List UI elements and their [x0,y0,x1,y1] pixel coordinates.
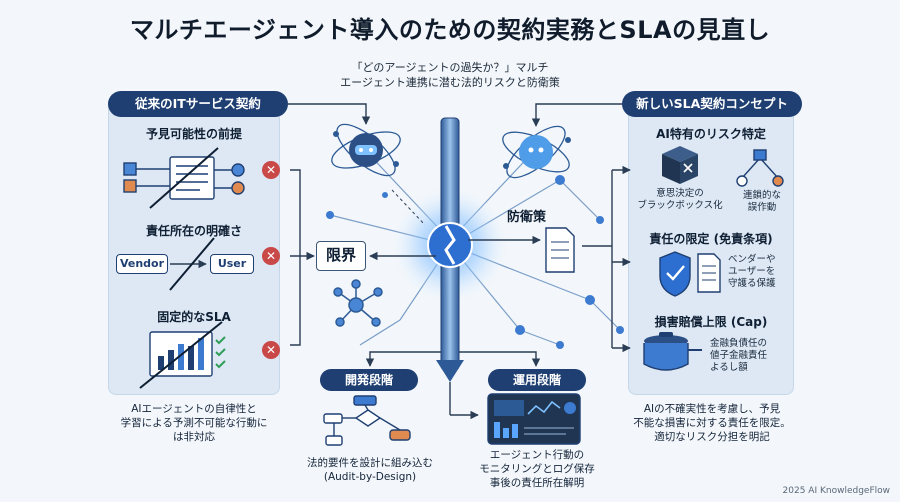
cap-pot-icon [643,332,702,371]
operation-phase-header: 運用段階 [488,369,586,391]
subtitle-line: 「どのアージェントの過失か？」マルチ [351,61,549,74]
ai-risk-title: AI特有のリスク特定 [656,127,766,141]
label-line: 連鎖的な [742,190,781,201]
liability-limit-title: 責任の限定 (免責条項) [649,232,773,246]
barrier-tip-icon [436,360,464,382]
liability-protect-label: ベンダーや ユーザーを 守護る保護 [728,254,790,290]
label-line: よるし額 [710,362,748,373]
predictability-title: 予見可能性の前提 [145,127,242,141]
traditional-limit-note: AIエージェントの自律性と 学習による予測不可能な行動に は非対応 [96,402,292,444]
x-mark-icon: ✕ [262,341,280,359]
sla-chart-icon [139,321,226,389]
note-line: 不能な損害に対する責任を限定。 [633,417,791,429]
agent-robot-left-icon [331,123,401,177]
note-line: 学習による予測不可能な行動に [120,417,268,429]
page-title: マルチエージェント導入のための契約実務とSLAの見直し [129,16,771,44]
user-box: User [210,254,254,274]
footer-credit: 2025 AI KnowledgeFlow [782,486,890,496]
slash-icon [169,237,215,291]
note-line: 事後の責任所在解明 [489,477,585,489]
defense-label: 防衛策 [507,210,547,225]
fixed-sla-title: 固定的なSLA [157,310,231,324]
document-icon [697,253,721,293]
label-line: 金融負債任の [710,338,768,349]
dev-phase-note: 法的要件を設計に組み込む (Audit-by-Design) [296,456,444,484]
chain-malfunction-label: 連鎖的な 誤作動 [736,190,788,214]
connector-arrows [170,103,631,420]
blackbox-label: 意思決定の ブラックボックス化 [632,188,728,212]
crack-icon [444,225,456,265]
note-line: AIエージェントの自律性と [131,403,257,415]
responsibility-title: 責任所在の明確さ [145,224,242,238]
note-line: 法的要件を設計に組み込む [307,457,433,469]
x-mark-icon: ✕ [262,161,280,179]
network-nodes-icon [326,175,624,349]
note-line: は非対応 [173,431,215,443]
vendor-box: Vendor [116,254,168,274]
label-line: ユーザーを [728,266,776,277]
monitor-icon [487,393,581,445]
label-line: 意思決定の [656,188,704,199]
new-sla-note: AIの不確実性を考慮し、予見 不能な損害に対する責任を限定。 適切なリスク分担を… [612,402,812,444]
damage-cap-title: 損害賠償上限 (Cap) [654,315,768,329]
shield-icon [659,251,691,297]
note-line: 適切なリスク分担を明記 [654,431,770,443]
subtitle-line: エージェント連携に潜む法的リスクと防衛策 [340,76,560,89]
label-line: 守護る保護 [728,278,776,289]
cap-amount-label: 金融負債任の 値子金融責任 よるし額 [710,338,790,374]
ops-phase-note: エージェント行動の モニタリングとログ保存 事後の責任所在解明 [462,448,612,490]
chain-malfunction-icon [736,149,784,187]
new-sla-header: 新しいSLA契約コンセプト [622,91,802,117]
note-line: (Audit-by-Design) [323,471,417,483]
x-mark-icon: ✕ [262,247,280,265]
agent-robot-right-icon [502,125,571,179]
label-line: 誤作動 [747,202,777,213]
note-line: AIの不確実性を考慮し、予見 [643,403,781,415]
label-line: 値子金融責任 [710,350,768,361]
label-line: ベンダーや [728,254,776,265]
note-line: エージェント行動の [489,449,585,461]
subtitle: 「どのアージェントの過失か？」マルチ エージェント連携に潜む法的リスクと防衛策 [250,60,650,90]
note-line: モニタリングとログ保存 [479,463,595,475]
label-line: ブラックボックス化 [637,200,723,211]
flow-diagram-icon [123,147,245,209]
defense-document-icon [545,227,575,273]
limit-box: 限界 [316,241,366,271]
dashed-link-icon [391,189,426,226]
flowchart-icon [323,395,411,446]
traditional-contract-header: 従来のITサービス契約 [108,91,288,117]
development-phase-header: 開発段階 [320,369,418,391]
molecule-icon [333,279,383,327]
blackbox-cube-icon [662,146,698,184]
